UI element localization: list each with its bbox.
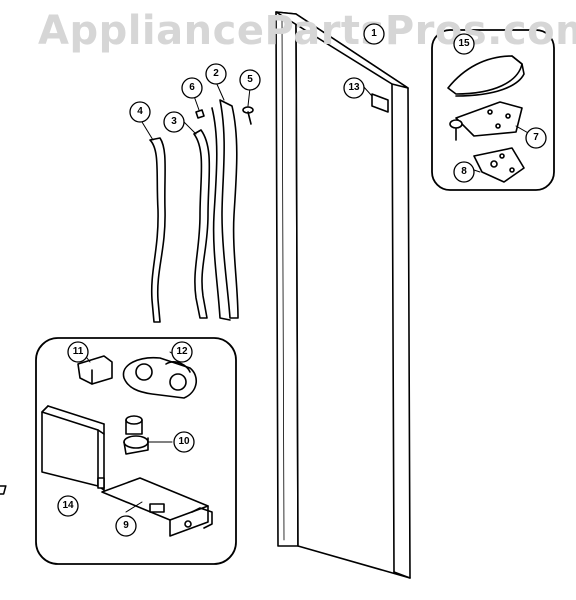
door-liner-channel xyxy=(219,99,239,319)
bracket-11 xyxy=(77,353,113,385)
part-callout-14[interactable]: 14 xyxy=(56,494,80,518)
part-callout-4[interactable]: 4 xyxy=(128,100,152,124)
screw-5 xyxy=(242,87,254,125)
part-callout-1[interactable]: 1 xyxy=(362,22,386,46)
lower-hinge-group xyxy=(35,337,237,565)
part-callout-6[interactable]: 6 xyxy=(180,76,204,100)
part-callout-8[interactable]: 8 xyxy=(452,160,476,184)
part-callout-13[interactable]: 13 xyxy=(342,76,366,100)
lower-hinge-bracket xyxy=(0,477,213,537)
part-callout-10[interactable]: 10 xyxy=(172,430,196,454)
part-callout-5[interactable]: 5 xyxy=(238,68,262,92)
part-callout-2[interactable]: 2 xyxy=(204,62,228,86)
part-callout-11[interactable]: 11 xyxy=(66,340,90,364)
part-callout-7[interactable]: 7 xyxy=(524,126,548,150)
hinge-cover xyxy=(447,55,523,95)
cam-12 xyxy=(122,351,197,399)
upper-hinge xyxy=(449,101,531,141)
door-panel xyxy=(275,11,411,579)
part-callout-3[interactable]: 3 xyxy=(162,110,186,134)
hinge-pin-10 xyxy=(123,415,173,455)
part-callout-12[interactable]: 12 xyxy=(170,340,194,364)
cover-plate xyxy=(41,405,105,491)
part-callout-9[interactable]: 9 xyxy=(114,514,138,538)
door-label-part xyxy=(362,85,389,113)
gasket-strip-3 xyxy=(193,129,211,319)
part-callout-15[interactable]: 15 xyxy=(452,32,476,56)
gasket-strip-4 xyxy=(149,137,166,323)
hinge-shim-plate xyxy=(473,147,525,183)
clip-6 xyxy=(193,95,205,119)
upper-hinge-group xyxy=(431,29,555,191)
